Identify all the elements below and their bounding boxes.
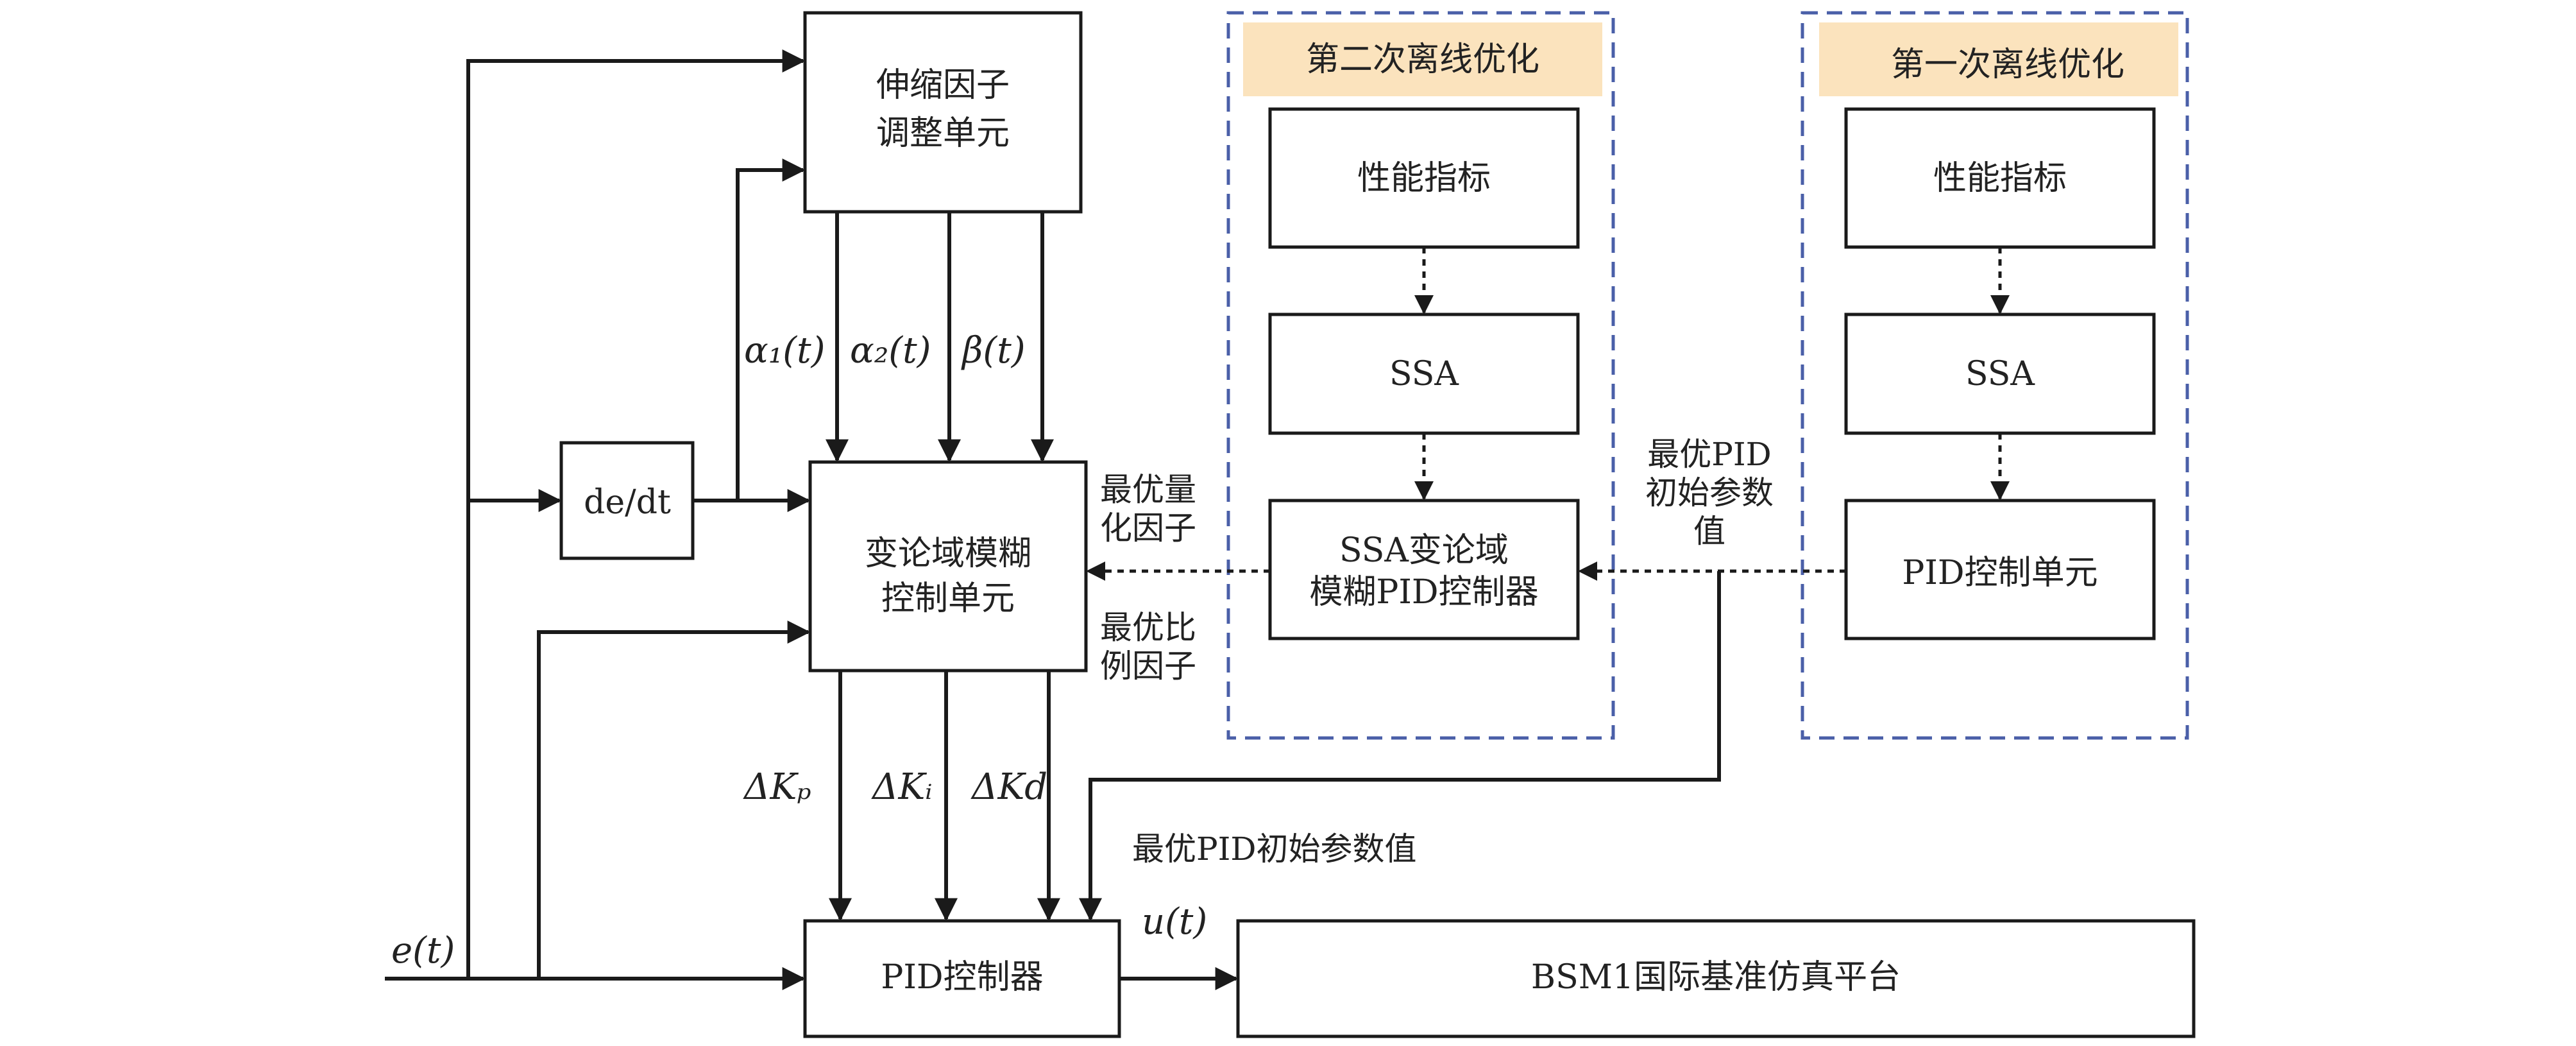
second-ssa-label: SSA bbox=[1389, 355, 1459, 393]
beta-label: β(t) bbox=[961, 330, 1026, 372]
first-optimization-frame bbox=[1801, 11, 2189, 740]
error-signal-label: e(t) bbox=[391, 930, 455, 972]
derivative-block bbox=[559, 441, 695, 560]
delta-ki-label: ΔKᵢ bbox=[871, 766, 933, 808]
second-optimization-frame bbox=[1226, 11, 1615, 740]
bsm1-platform-label: BSM1国际基准仿真平台 bbox=[1531, 958, 1901, 997]
delta-kp-label: ΔKₚ bbox=[743, 766, 811, 808]
fuzzy-control-unit-block bbox=[808, 460, 1088, 673]
scale-factor-unit-block bbox=[803, 11, 1083, 214]
second-optimization-title-bg bbox=[1243, 22, 1602, 96]
ssa-fuzzy-pid-line1: SSA变论域 bbox=[1339, 531, 1509, 570]
optimal-pid-init-line2: 初始参数 bbox=[1645, 474, 1774, 511]
first-optimization-title-bg bbox=[1819, 22, 2178, 96]
first-ssa-label: SSA bbox=[1965, 355, 2035, 393]
pid-controller-label: PID控制器 bbox=[881, 958, 1043, 997]
dotted-connections bbox=[1086, 247, 2010, 581]
first-perf-index-block bbox=[1844, 107, 2156, 249]
solid-connections bbox=[385, 49, 1721, 990]
fuzzy-control-unit-line1: 变论域模糊 bbox=[865, 535, 1031, 573]
optimal-pid-init-line1: 最优PID bbox=[1647, 436, 1771, 473]
first-perf-index-label: 性能指标 bbox=[1933, 159, 2067, 198]
scale-factor-unit-line2: 调整单元 bbox=[876, 114, 1010, 153]
delta-kd-label: ΔKd bbox=[970, 766, 1047, 808]
optimal-pid-init-line3: 值 bbox=[1693, 513, 1725, 550]
scale-factor-unit-line1: 伸缩因子 bbox=[876, 66, 1010, 105]
optimal-prop-factor-line2: 例因子 bbox=[1100, 647, 1196, 685]
second-optimization-title: 第二次离线优化 bbox=[1306, 40, 1539, 79]
second-perf-index-label: 性能指标 bbox=[1357, 159, 1491, 198]
optimal-quant-factor-line1: 最优量 bbox=[1100, 471, 1196, 508]
optimal-pid-init-bottom: 最优PID初始参数值 bbox=[1132, 830, 1416, 868]
optimal-quant-factor-line2: 化因子 bbox=[1100, 510, 1196, 547]
pid-control-unit-label: PID控制单元 bbox=[1902, 554, 2097, 592]
derivative-label: de/dt bbox=[584, 483, 671, 522]
alpha1-label: α₁(t) bbox=[744, 330, 825, 372]
alpha2-label: α₂(t) bbox=[850, 330, 931, 372]
first-ssa-block bbox=[1844, 313, 2156, 435]
pid-controller-block bbox=[803, 919, 1121, 1038]
fuzzy-control-unit-line2: 控制单元 bbox=[881, 579, 1015, 618]
ssa-fuzzy-pid-line2: 模糊PID控制器 bbox=[1309, 573, 1538, 612]
first-optimization-title: 第一次离线优化 bbox=[1891, 46, 2124, 84]
bsm1-platform-block bbox=[1236, 919, 2196, 1038]
second-ssa-block bbox=[1268, 313, 1580, 435]
control-output-label: u(t) bbox=[1142, 901, 1207, 943]
optimal-prop-factor-line1: 最优比 bbox=[1100, 609, 1196, 646]
pid-control-unit-block bbox=[1844, 499, 2156, 640]
